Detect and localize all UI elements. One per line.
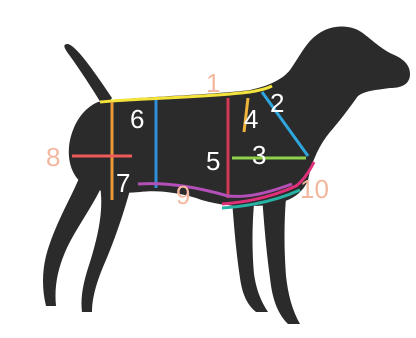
dog-tail <box>64 44 112 108</box>
measurement-label-3: 3 <box>252 140 266 170</box>
dog-front-leg-front <box>262 196 300 324</box>
measurement-label-7: 7 <box>116 168 130 198</box>
measurement-label-6: 6 <box>130 104 144 134</box>
measurement-label-2: 2 <box>270 88 284 118</box>
measurement-label-9: 9 <box>176 180 190 210</box>
dog-front-leg-back <box>232 200 268 312</box>
measurement-label-5: 5 <box>206 146 220 176</box>
measurement-label-8: 8 <box>46 142 60 172</box>
measurement-label-10: 10 <box>300 174 329 204</box>
measurement-label-1: 1 <box>206 68 220 98</box>
measurement-label-4: 4 <box>244 104 258 134</box>
